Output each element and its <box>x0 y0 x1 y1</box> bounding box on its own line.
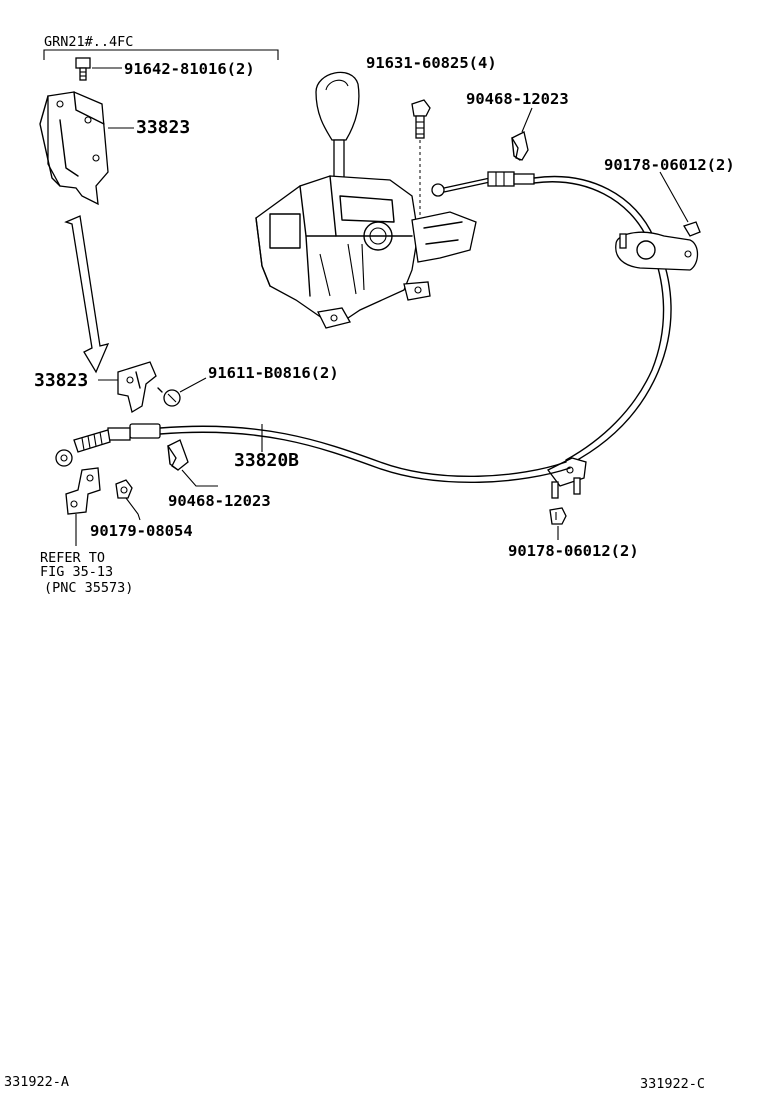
leader-clip-lower <box>181 469 218 487</box>
cable-path-upper <box>533 175 672 465</box>
cable-upper-fitting-icon <box>487 171 535 187</box>
leader-nut-small <box>125 497 141 521</box>
label-clip-lower: 90468-12023 <box>168 492 271 510</box>
label-cable: 33820B <box>234 450 299 471</box>
leader-clip-upper <box>521 107 533 133</box>
label-nut-upper: 90178-06012(2) <box>604 156 735 174</box>
cable-path-lower <box>159 425 567 477</box>
shift-lever-assembly-icon <box>255 71 491 329</box>
label-bracket-lower: 33823 <box>34 370 88 391</box>
label-bracket-upper: 33823 <box>136 117 190 138</box>
cable-bracket-upper-icon <box>615 221 701 271</box>
clip-lower-icon <box>167 439 189 471</box>
header-bracket-line <box>43 49 279 60</box>
label-bolt-shifter: 91631-60825(4) <box>366 54 497 72</box>
cable-bracket-lower-icon <box>547 457 587 499</box>
footer-code-left: 331922-A <box>4 1074 69 1090</box>
cable-path-lower-inner <box>159 431 571 484</box>
footer-code-right: 331922-C <box>640 1076 705 1092</box>
header-note-group: GRN21#..4FC <box>43 34 279 60</box>
screw-icon <box>157 387 181 407</box>
label-bolt-bracket: 91642-81016(2) <box>124 60 255 78</box>
down-arrow-icon <box>64 215 110 374</box>
leader-screw <box>179 377 207 393</box>
label-screw: 91611-B0816(2) <box>208 364 339 382</box>
label-nut-lower: 90178-06012(2) <box>508 542 639 560</box>
refer-line-2: FIG 35-13 <box>40 564 113 580</box>
cable-end-left-icon <box>55 423 161 467</box>
bolt-shifter-icon <box>411 99 431 139</box>
nut-small-icon <box>115 479 133 499</box>
cable-path-upper-inner <box>533 181 665 461</box>
refer-bracket-icon <box>65 467 101 515</box>
header-note: GRN21#..4FC <box>44 34 133 50</box>
bracket-upper-icon <box>39 91 109 206</box>
refer-line-1: REFER TO <box>40 550 105 566</box>
label-nut-small: 90179-08054 <box>90 522 193 540</box>
leader-nut-upper <box>659 171 689 223</box>
nut-lower-icon <box>549 507 567 525</box>
bolt-bracket-icon <box>75 57 91 81</box>
label-clip-upper: 90468-12023 <box>466 90 569 108</box>
clip-upper-icon <box>511 131 529 161</box>
refer-line-3: (PNC 35573) <box>44 580 133 596</box>
bracket-lower-icon <box>117 361 157 414</box>
